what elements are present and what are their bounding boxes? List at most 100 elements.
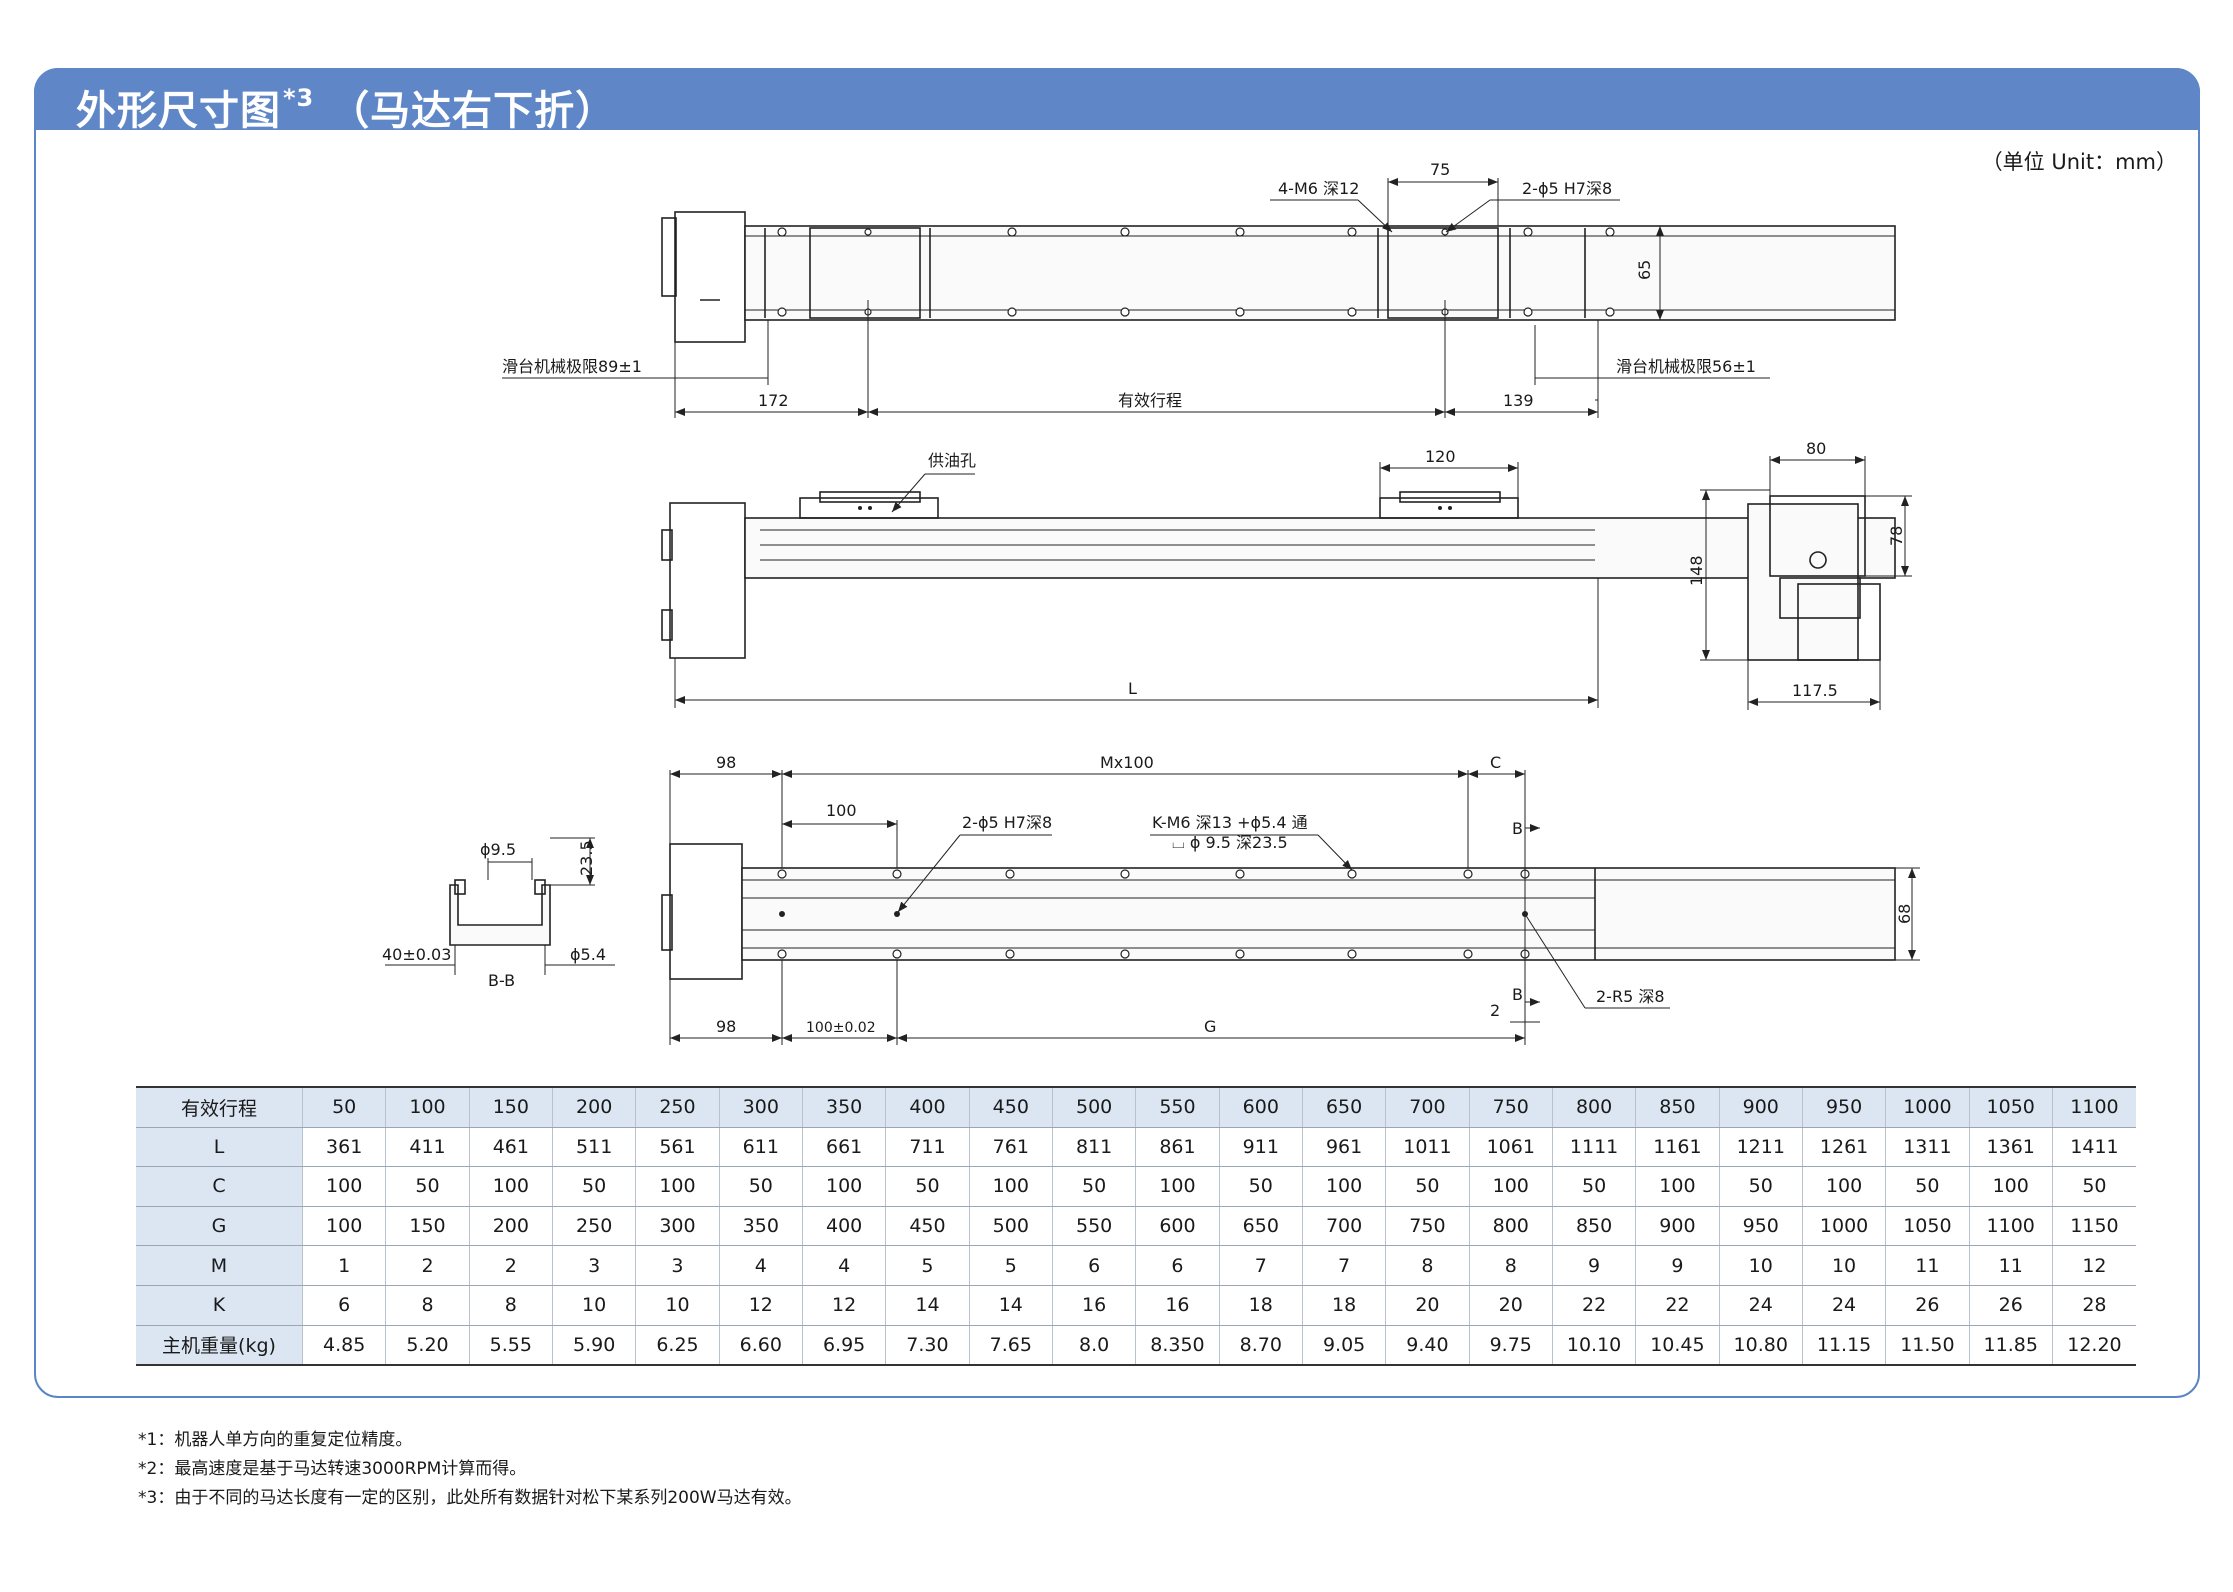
table-cell: 11.15 [1802, 1325, 1887, 1367]
table-cell: 50 [1552, 1166, 1637, 1207]
table-cell: 100 [1135, 1166, 1220, 1207]
end-view [1700, 456, 1912, 710]
table-cell: 100 [969, 1166, 1053, 1207]
limit-right: 滑台机械极限56±1 [1616, 357, 1756, 376]
table-cell: 50 [1052, 1166, 1137, 1207]
table-cell: 6 [1052, 1245, 1137, 1286]
pin-callout: 2-ϕ5 H7深8 [1522, 179, 1612, 198]
table-cell: 1311 [1885, 1127, 1970, 1168]
table-cell: 3 [635, 1245, 720, 1286]
table-cell: 10 [1802, 1245, 1887, 1286]
table-cell: 8 [1385, 1245, 1470, 1286]
table-cell: 50 [1885, 1166, 1970, 1207]
side-view-labels: 供油孔 120 L [928, 447, 1456, 698]
footnote-2: *2：最高速度是基于马达转速3000RPM计算而得。 [138, 1459, 527, 1479]
dim-120: 120 [1425, 447, 1456, 466]
dim-98-top: 98 [716, 753, 736, 772]
base-view-labels: 98 Mx100 C 100 2-ϕ5 H7深8 K-M6 深13 +ϕ5.4 … [716, 753, 1914, 1036]
table-cell: 750 [1385, 1206, 1470, 1247]
table-cell: 411 [385, 1127, 470, 1168]
row-header: 有效行程 [136, 1085, 303, 1128]
row-header: K [136, 1285, 303, 1326]
table-cell: 20 [1469, 1285, 1553, 1326]
table-cell: 900 [1719, 1085, 1803, 1128]
table-cell: 50 [385, 1166, 470, 1207]
table-cell: 461 [469, 1127, 553, 1168]
dim-2: 2 [1490, 1001, 1500, 1020]
table-cell: 8.0 [1052, 1325, 1137, 1367]
section-bb [385, 837, 615, 975]
pin-callout-base: 2-ϕ5 H7深8 [962, 813, 1052, 832]
table-cell: 11.85 [1969, 1325, 2053, 1367]
table-cell: 6 [302, 1285, 387, 1326]
end-view-labels: 80 78 148 117.5 [1687, 439, 1906, 700]
table-cell: 8 [469, 1285, 553, 1326]
table-cell: 8 [385, 1285, 470, 1326]
table-cell: 1061 [1469, 1127, 1553, 1168]
m6-through-callout: K-M6 深13 +ϕ5.4 通 [1152, 813, 1308, 832]
table-cell: 10.10 [1552, 1325, 1637, 1367]
table-cell: 100 [385, 1085, 470, 1128]
table-cell: 100 [302, 1166, 387, 1207]
table-cell: 10.45 [1635, 1325, 1720, 1367]
table-cell: 850 [1552, 1206, 1637, 1247]
table-cell: 12 [2052, 1245, 2136, 1286]
table-cell: 650 [1302, 1085, 1387, 1128]
table-cell: 600 [1135, 1206, 1220, 1247]
dim-80: 80 [1806, 439, 1826, 458]
table-cell: 8.70 [1219, 1325, 1303, 1367]
table-cell: 1100 [1969, 1206, 2053, 1247]
table-cell: 100 [302, 1206, 387, 1247]
table-cell: 561 [635, 1127, 720, 1168]
table-cell: 50 [1219, 1166, 1303, 1207]
table-cell: 16 [1052, 1285, 1137, 1326]
dim-phi54: ϕ5.4 [570, 945, 606, 964]
table-cell: 611 [719, 1127, 803, 1168]
table-cell: 511 [552, 1127, 637, 1168]
table-cell: 4 [802, 1245, 887, 1286]
dim-78: 78 [1887, 526, 1906, 546]
top-view [502, 178, 1896, 418]
table-cell: 18 [1302, 1285, 1387, 1326]
top-view-labels: 4-M6 深12 75 2-ϕ5 H7深8 65 滑台机械极限89±1 滑台机械… [502, 160, 1756, 410]
table-cell: 250 [552, 1206, 637, 1247]
table-cell: 150 [469, 1085, 553, 1128]
table-cell: 6.25 [635, 1325, 720, 1367]
footnote-1: *1：机器人单方向的重复定位精度。 [138, 1430, 413, 1450]
table-cell: 9.40 [1385, 1325, 1470, 1367]
table-cell: 100 [1802, 1166, 1887, 1207]
table-cell: 9 [1635, 1245, 1720, 1286]
table-cell: 50 [552, 1166, 637, 1207]
table-cell: 711 [885, 1127, 970, 1168]
table-cell: 26 [1885, 1285, 1970, 1326]
footnotes: *1：机器人单方向的重复定位精度。 *2：最高速度是基于马达转速3000RPM计… [138, 1426, 802, 1513]
table-cell: 3 [552, 1245, 637, 1286]
table-cell: 5.90 [552, 1325, 637, 1367]
dim-mx100: Mx100 [1100, 753, 1154, 772]
table-cell: 22 [1552, 1285, 1637, 1326]
table-cell: 7.30 [885, 1325, 970, 1367]
table-cell: 400 [802, 1206, 887, 1247]
table-cell: 811 [1052, 1127, 1137, 1168]
base-view [661, 770, 1920, 1045]
dim-100: 100 [826, 801, 857, 820]
table-cell: 700 [1302, 1206, 1387, 1247]
table-cell: 1211 [1719, 1127, 1803, 1168]
table-cell: 22 [1635, 1285, 1720, 1326]
dim-98-bottom: 98 [716, 1017, 736, 1036]
unit-note: （单位 Unit：mm） [1981, 150, 2177, 174]
row-header: G [136, 1206, 303, 1247]
table-cell: 16 [1135, 1285, 1220, 1326]
table-cell: 550 [1052, 1206, 1137, 1247]
table-cell: 950 [1802, 1085, 1887, 1128]
dim-phi95: ϕ9.5 [480, 840, 516, 859]
table-cell: 500 [969, 1206, 1053, 1247]
table-cell: 7 [1302, 1245, 1387, 1286]
table-cell: 50 [885, 1166, 970, 1207]
dim-40: 40±0.03 [382, 945, 451, 964]
table-cell: 200 [552, 1085, 637, 1128]
